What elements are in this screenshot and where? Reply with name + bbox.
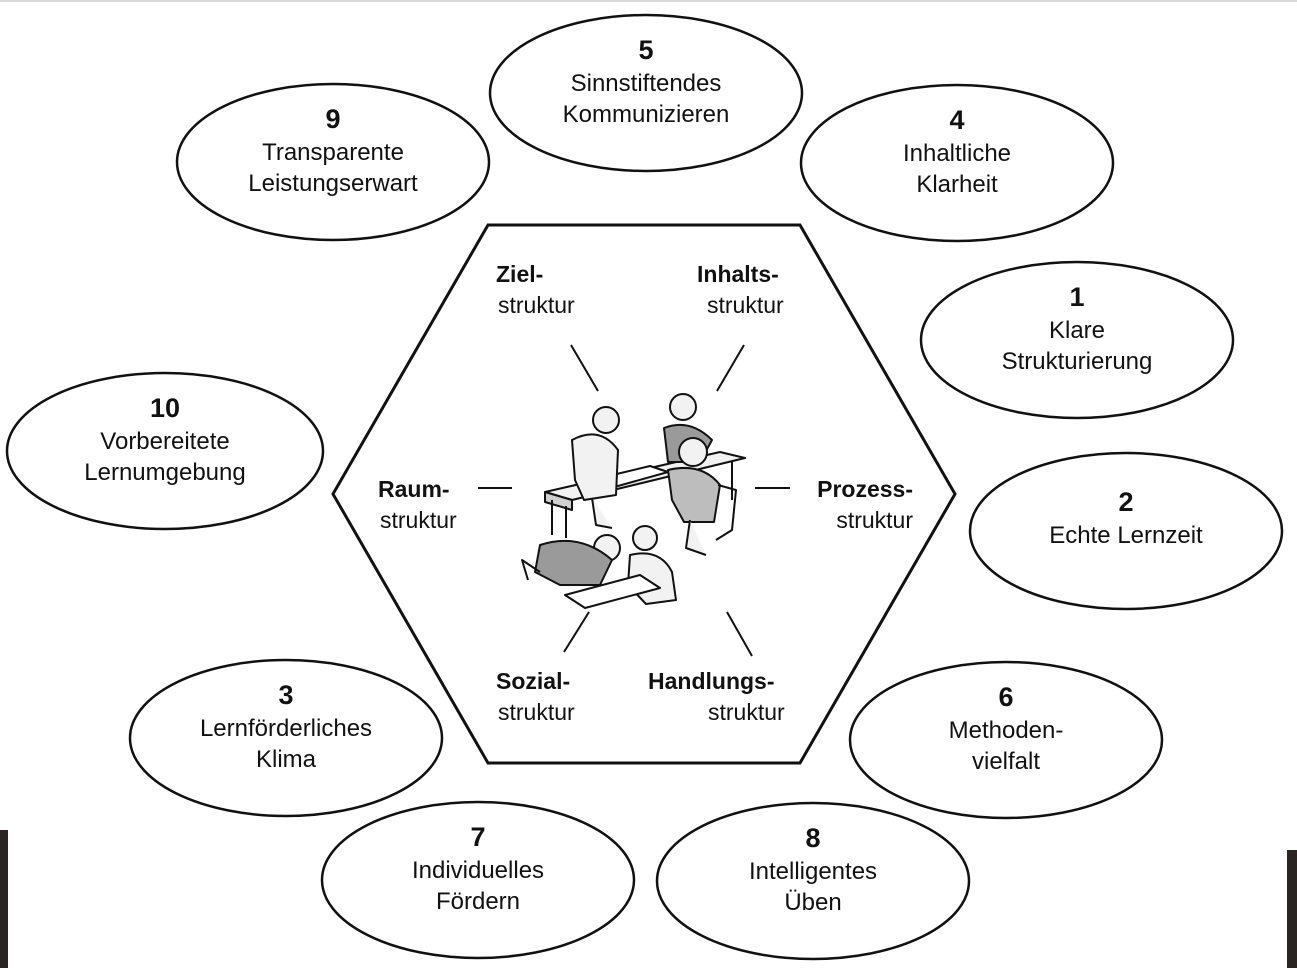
dark-corner-left (0, 830, 8, 968)
child-leg (591, 497, 613, 529)
child-head (669, 393, 697, 421)
ellipse-9 (175, 82, 491, 242)
structure-label-ziel: Ziel- (496, 261, 543, 287)
top-divider (0, 0, 1297, 2)
connector-ziel (570, 344, 599, 392)
child-body (534, 539, 613, 586)
dark-corner-right (1287, 850, 1297, 968)
ellipse-label-line: Leistungserwart (248, 170, 418, 197)
structure-sublabel-ziel: struktur (498, 292, 575, 318)
structure-label-inhalts: Inhalts- (697, 261, 779, 287)
ellipse-number: 7 (470, 822, 485, 852)
ellipse-label-line: Methoden- (949, 717, 1064, 744)
structure-label-sozial: Sozial- (496, 668, 570, 694)
child-head (592, 406, 620, 434)
structure-label-raum: Raum- (378, 476, 450, 502)
central-hexagon (331, 223, 957, 765)
ellipse-number: 6 (998, 682, 1013, 712)
child-body (571, 433, 619, 501)
structure-sublabel-inhalts: struktur (707, 292, 784, 318)
ellipse-10 (5, 371, 325, 531)
child-leg (685, 519, 707, 556)
ellipse-label-line: Klare (1049, 317, 1105, 344)
ellipse-6 (848, 660, 1164, 820)
connector-inhalts (716, 344, 745, 392)
structure-label-prozess: Prozess- (817, 476, 913, 502)
ellipse-8 (655, 801, 971, 961)
ellipse-label-line: Echte Lernzeit (1049, 522, 1203, 549)
ellipse-label-line: Inhaltliche (903, 140, 1011, 167)
paper-on-floor (564, 574, 661, 609)
ellipse-3 (128, 658, 444, 818)
ellipse-number: 8 (805, 823, 820, 853)
ellipse-number: 9 (325, 104, 340, 134)
ellipse-label-line: Individuelles (412, 857, 544, 884)
ellipse-label-line: Transparente (262, 139, 404, 166)
connector-sozial (563, 611, 590, 653)
ellipse-label-line: Intelligentes (749, 858, 877, 885)
structure-sublabel-prozess: struktur (836, 507, 913, 533)
child-head (678, 437, 708, 467)
structure-sublabel-handlungs: struktur (708, 699, 785, 725)
structure-sublabel-raum: struktur (380, 507, 457, 533)
ellipse-5 (488, 13, 804, 173)
ellipse-number: 2 (1118, 487, 1133, 517)
ellipse-label-line: Vorbereitete (100, 428, 229, 455)
ellipse-label-line: Klima (256, 746, 317, 773)
ellipse-2 (968, 451, 1284, 611)
ellipse-label-line: vielfalt (972, 748, 1040, 775)
table-edge (544, 491, 573, 511)
structure-label-handlungs: Handlungs- (648, 668, 775, 694)
ellipse-label-line: Üben (784, 889, 841, 916)
ellipse-7 (320, 800, 636, 960)
chair (715, 484, 737, 541)
ellipse-1 (919, 260, 1235, 420)
ellipse-4 (799, 83, 1115, 243)
ellipse-number: 10 (150, 393, 180, 423)
connector-handlungs (726, 611, 753, 657)
child-body (667, 466, 721, 523)
ellipse-label-line: Lernförderliches (200, 715, 372, 742)
structure-sublabel-sozial: struktur (498, 699, 575, 725)
children-at-table-illustration (521, 393, 746, 609)
child-leg (521, 559, 541, 581)
ellipse-number: 5 (638, 35, 653, 65)
ellipse-label-line: Kommunizieren (563, 101, 730, 128)
ellipse-number: 1 (1069, 282, 1084, 312)
ellipse-label-line: Strukturierung (1002, 348, 1153, 375)
ellipse-number: 3 (278, 680, 293, 710)
ellipse-number: 4 (949, 105, 964, 135)
child-head (632, 525, 658, 551)
ellipse-label-line: Klarheit (916, 171, 998, 198)
ellipse-label-line: Fördern (436, 888, 520, 915)
ellipse-label-line: Lernumgebung (84, 459, 245, 486)
ellipse-label-line: Sinnstiftendes (571, 70, 722, 97)
